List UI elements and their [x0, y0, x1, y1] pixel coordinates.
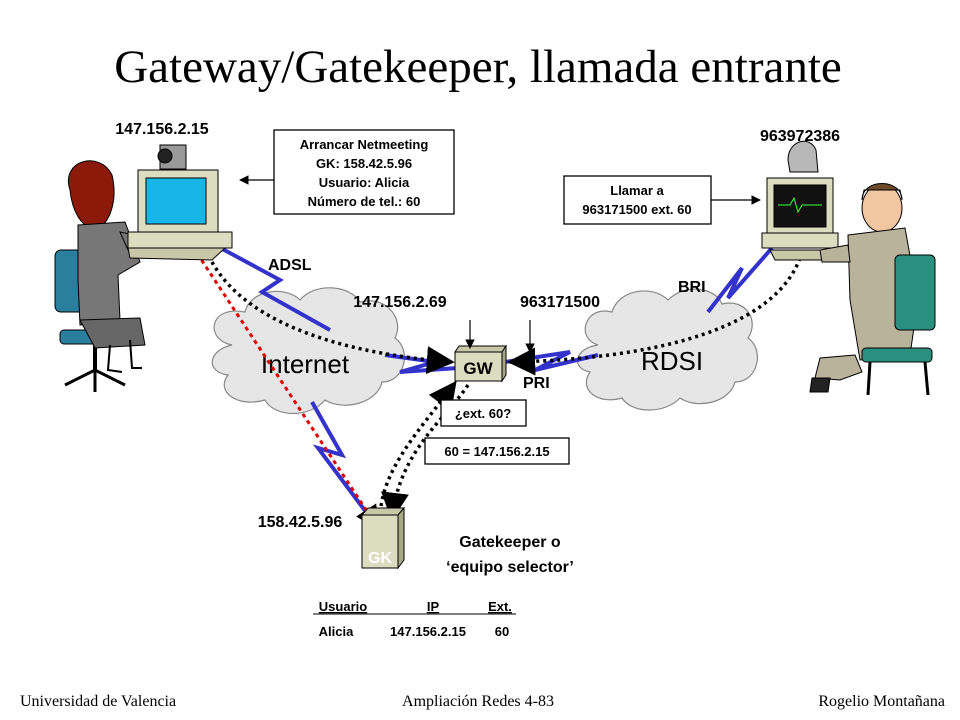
- rdsi-label: RDSI: [641, 346, 703, 376]
- adsl-label: ADSL: [268, 257, 312, 274]
- gk-table-header-ext: Ext.: [488, 599, 512, 614]
- gk-ip-label: 158.42.5.96: [258, 514, 343, 531]
- pc-computer-illustration: [127, 144, 233, 261]
- query-text: ¿ext. 60?: [455, 406, 511, 421]
- netmeeting-line-1: Arrancar Netmeeting: [300, 137, 429, 152]
- bri-label: BRI: [678, 279, 706, 296]
- gk-table-cell-ip: 147.156.2.15: [390, 624, 466, 639]
- gk-caption-line-2: ‘equipo selector’: [446, 559, 574, 576]
- netmeeting-line-2: GK: 158.42.5.96: [316, 156, 412, 171]
- gateway-device: GW: [454, 344, 507, 383]
- gatekeeper-device: GK: [360, 506, 406, 570]
- call-callout: [563, 175, 712, 225]
- query-box: [440, 399, 527, 427]
- gw-label: GW: [463, 359, 493, 378]
- internet-label: Internet: [261, 349, 350, 379]
- netmeeting-line-3: Usuario: Alicia: [319, 175, 410, 190]
- man-user-illustration: [809, 183, 936, 396]
- gk-table-cell-user: Alicia: [319, 624, 354, 639]
- call-line-2: 963171500 ext. 60: [582, 202, 691, 217]
- page-title: Gateway/Gatekeeper, llamada entrante: [114, 41, 842, 93]
- bri-link: [706, 246, 774, 314]
- woman-user-illustration: [54, 160, 159, 392]
- call-line-1: Llamar a: [610, 183, 664, 198]
- internet-gk-link: [310, 401, 374, 522]
- footer-right: Rogelio Montañana: [818, 693, 945, 710]
- answer-text: 60 = 147.156.2.15: [444, 444, 549, 459]
- gk-table-cell-ext: 60: [495, 624, 509, 639]
- netmeeting-callout: [273, 129, 455, 215]
- footer-left: Universidad de Valencia: [20, 693, 176, 710]
- gk-caption-line-1: Gatekeeper o: [459, 534, 561, 551]
- gk-table-header-ip: IP: [427, 599, 440, 614]
- netmeeting-line-4: Número de tel.: 60: [308, 194, 421, 209]
- pri-label: PRI: [523, 375, 550, 392]
- phone-computer-illustration: [761, 140, 852, 261]
- gk-table-header-usuario: Usuario: [319, 599, 367, 614]
- query-path-gw-gk: [381, 384, 470, 521]
- rdsi-cloud: RDSI: [576, 288, 758, 411]
- pc-ip-label: 147.156.2.15: [115, 121, 209, 138]
- gk-table: Usuario IP Ext. Alicia 147.156.2.15 60: [313, 599, 516, 639]
- adsl-link: [201, 236, 331, 332]
- gw-ip-label: 147.156.2.69: [353, 294, 447, 311]
- phone-number-label: 963972386: [760, 128, 840, 145]
- internet-cloud: Internet: [211, 287, 405, 414]
- answer-box: [424, 437, 570, 465]
- gk-label: GK: [368, 550, 392, 567]
- footer-center: Ampliación Redes 4-83: [402, 693, 554, 710]
- gw-number-label: 963171500: [520, 294, 600, 311]
- media-path-pc-gw: [210, 261, 455, 375]
